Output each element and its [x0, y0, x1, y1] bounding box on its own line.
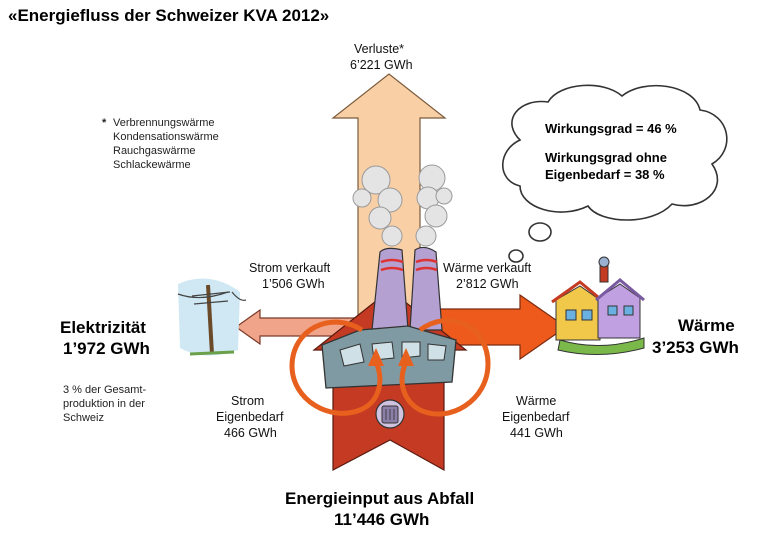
waerme-own-label-2: Eigenbedarf	[502, 410, 570, 424]
footnote-line-2: Kondensationswärme	[113, 131, 219, 143]
power-pole-icon	[177, 278, 247, 356]
strom-sold-value: 1’506 GWh	[262, 277, 325, 291]
strom-own-label-1: Strom	[231, 394, 265, 408]
waste-bin-icon	[375, 399, 405, 429]
strom-own-label-2: Eigenbedarf	[216, 410, 284, 424]
footnote-line-4: Schlackewärme	[113, 159, 191, 171]
strom-sold-label: Strom verkauft	[249, 261, 331, 275]
heat-label: Wärme	[678, 316, 735, 335]
footnote-line-3: Rauchgaswärme	[113, 145, 196, 157]
electricity-note-2: produktion in der	[63, 398, 145, 410]
footnote-marker: *	[102, 117, 107, 129]
chimney-icon	[371, 246, 443, 331]
heat-value: 3’253 GWh	[652, 338, 739, 357]
input-value: 11’446 GWh	[334, 510, 430, 529]
efficiency-line-3: Eigenbedarf = 38 %	[545, 167, 665, 182]
houses-icon	[551, 256, 645, 355]
electricity-note-3: Schweiz	[63, 412, 104, 424]
strom-own-value: 466 GWh	[224, 426, 277, 440]
efficiency-line-2: Wirkungsgrad ohne	[545, 150, 667, 165]
smoke-icon	[352, 164, 453, 247]
input-label: Energieinput aus Abfall	[285, 489, 475, 508]
footnote-line-1: Verbrennungswärme	[113, 117, 215, 129]
waerme-sold-label: Wärme verkauft	[443, 261, 532, 275]
waerme-own-value: 441 GWh	[510, 426, 563, 440]
efficiency-line-1: Wirkungsgrad = 46 %	[545, 121, 677, 136]
waerme-own-label-1: Wärme	[516, 394, 557, 408]
losses-value: 6’221 GWh	[350, 58, 413, 72]
waerme-sold-value: 2’812 GWh	[456, 277, 519, 291]
plant-icon	[321, 325, 457, 389]
waerme-eigenbedarf-loop	[398, 318, 491, 417]
losses-label: Verluste*	[354, 42, 405, 56]
electricity-label: Elektrizität	[60, 318, 146, 337]
electricity-value: 1’972 GWh	[63, 339, 150, 358]
diagram-title: «Energiefluss der Schweizer KVA 2012»	[8, 6, 330, 25]
efficiency-cloud	[502, 84, 728, 263]
strom-eigenbedarf-loop	[289, 319, 384, 416]
electricity-note-1: 3 % der Gesamt-	[63, 384, 147, 396]
